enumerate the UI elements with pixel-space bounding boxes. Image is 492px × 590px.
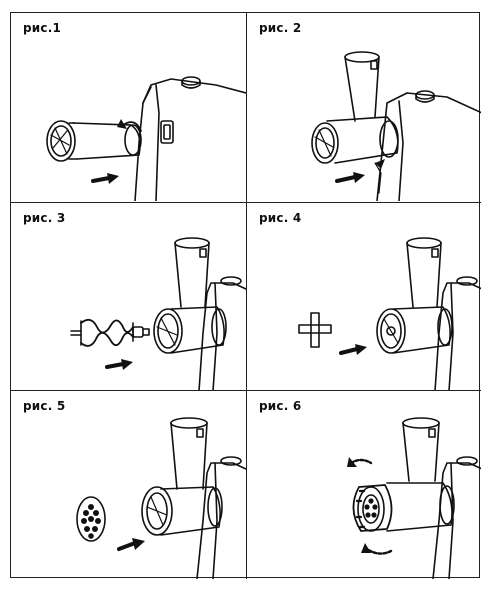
- figure-3-label: рис. 3: [23, 210, 66, 225]
- tube-latch: [197, 429, 203, 437]
- rotate-arrow-top: [351, 460, 371, 463]
- figure-4-panel: рис. 4: [246, 201, 481, 391]
- figure-4-illustration: [247, 203, 481, 391]
- figure-1-label: рис.1: [23, 21, 62, 35]
- feed-tube: [403, 423, 439, 481]
- figure-2-illustration: [247, 13, 481, 201]
- barrel-body: [161, 487, 220, 535]
- figure-4-label: рис. 4: [259, 210, 302, 225]
- barrel-ring: [312, 123, 338, 163]
- insert-arrow: [119, 538, 145, 550]
- figure-grid: рис.1: [10, 12, 481, 579]
- barrel-body: [393, 307, 450, 353]
- insert-arrow: [93, 173, 119, 184]
- barrel-ring: [154, 309, 182, 353]
- cross-blade: [299, 313, 331, 347]
- rotate-arrow: [123, 122, 141, 131]
- motor-socket: [161, 121, 173, 143]
- figure-6-label: рис. 6: [259, 399, 302, 413]
- feed-tube: [345, 57, 379, 121]
- housing-knob: [221, 457, 241, 465]
- barrel-ring: [142, 487, 172, 535]
- barrel-body: [171, 307, 224, 353]
- lock-arrow: [375, 159, 385, 169]
- tube-latch: [432, 249, 438, 257]
- figure-5-label: рис. 5: [23, 399, 66, 413]
- barrel-body: [387, 483, 452, 531]
- figure-6-panel: рис. 6: [246, 390, 481, 579]
- figure-2-label: рис. 2: [259, 21, 302, 35]
- figure-3-panel: рис. 3: [11, 201, 246, 391]
- tube-latch: [200, 249, 206, 257]
- motor-housing-outline: [197, 463, 246, 579]
- figure-2-panel: рис. 2: [246, 13, 481, 202]
- figure-5-illustration: [11, 391, 246, 579]
- motor-housing-outline: [135, 79, 246, 201]
- barrel-ring: [377, 309, 405, 353]
- tube-latch: [371, 61, 377, 69]
- motor-housing-edge: [156, 85, 159, 201]
- feed-tube: [407, 243, 441, 307]
- perforated-plate: [77, 497, 105, 541]
- feed-tube: [171, 423, 207, 489]
- insert-arrow: [341, 343, 367, 355]
- motor-housing-outline: [435, 283, 481, 391]
- figure-1-panel: рис.1: [11, 13, 246, 202]
- housing-knob: [457, 277, 477, 285]
- auger-screw: [71, 319, 149, 345]
- tube-ring: [47, 121, 75, 161]
- figure-5-panel: рис. 5: [11, 390, 246, 579]
- figure-6-illustration: [347, 391, 481, 579]
- motor-housing-outline: [377, 93, 481, 201]
- barrel-body: [327, 117, 398, 163]
- figure-3-illustration: [11, 203, 246, 391]
- insert-arrow: [107, 358, 133, 370]
- ring-nut: [353, 485, 391, 531]
- housing-knob: [457, 457, 477, 465]
- figure-1-illustration: [11, 13, 246, 201]
- housing-knob: [221, 277, 241, 285]
- feed-tube: [175, 243, 209, 307]
- tube-latch: [429, 429, 435, 437]
- insert-arrow: [337, 172, 365, 183]
- motor-housing-outline: [433, 463, 481, 579]
